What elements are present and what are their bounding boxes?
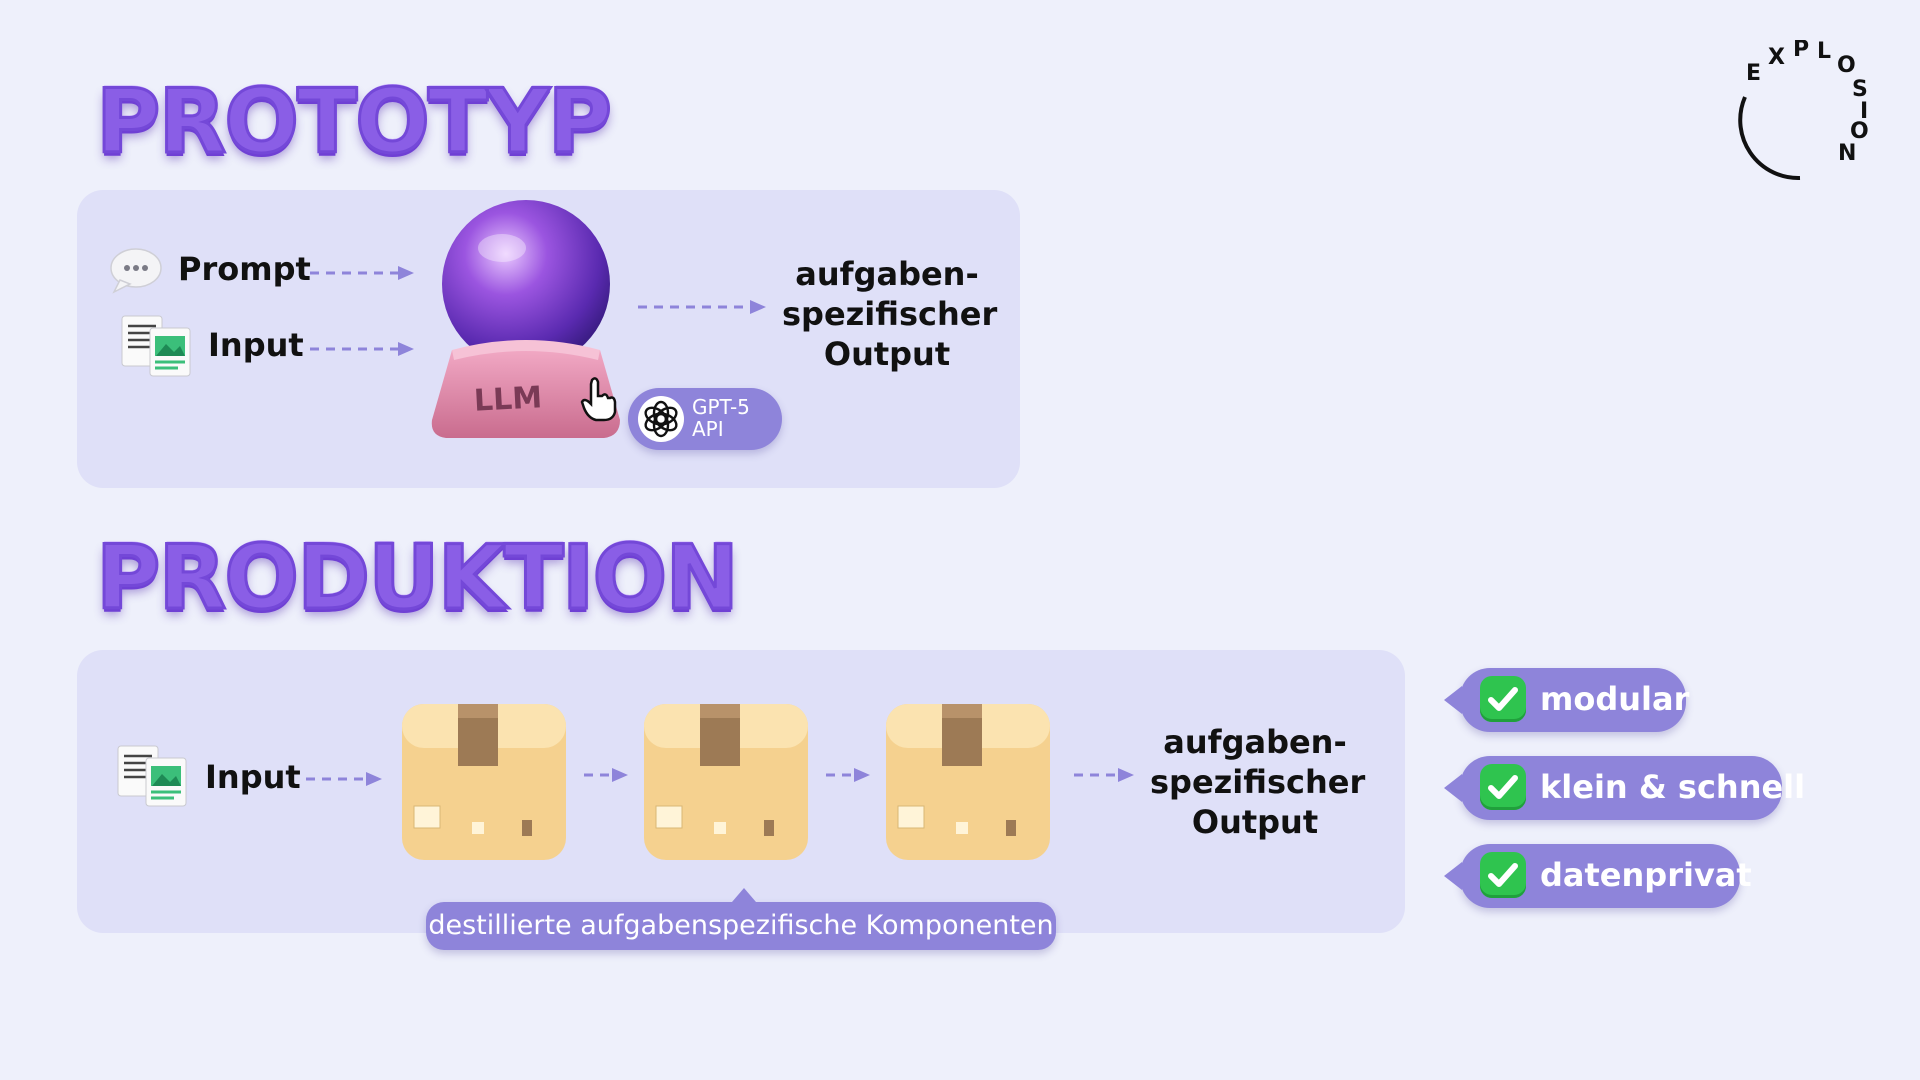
benefit-badge-modular: modular xyxy=(1444,668,1690,732)
benefit-label: modular xyxy=(1540,680,1690,718)
checkmark-icon xyxy=(1480,676,1526,722)
checkmark-icon xyxy=(1480,852,1526,898)
components-caption: destillierte aufgabenspezifische Kompone… xyxy=(426,888,1056,950)
production-output-label: aufgaben- spezifischer Output xyxy=(1150,723,1366,841)
llm-label: LLM xyxy=(473,380,543,419)
explosion-logo: E X P L O S I O N xyxy=(1720,37,1880,200)
badge-tail xyxy=(1444,686,1462,714)
production-input-label: Input xyxy=(205,758,301,796)
prompt-label: Prompt xyxy=(178,250,311,288)
speech-bubble-icon xyxy=(108,246,164,296)
benefit-label: datenprivat xyxy=(1540,856,1752,894)
component-output-arrow xyxy=(1074,766,1134,784)
gpt5-api-badge: GPT-5 API xyxy=(628,388,782,450)
prototype-title: PROTOTYP xyxy=(94,69,613,175)
components-caption-text: destillierte aufgabenspezifische Kompone… xyxy=(428,910,1054,941)
badge-tail xyxy=(1444,774,1462,802)
component-box-icon xyxy=(398,696,570,866)
documents-icon xyxy=(118,312,194,380)
component-box-icon xyxy=(882,696,1054,866)
prompt-arrow xyxy=(310,264,414,282)
component-arrow-1 xyxy=(584,766,628,784)
production-title: PRODUKTION xyxy=(95,525,741,631)
input-to-component-arrow xyxy=(306,770,382,788)
checkmark-icon xyxy=(1480,764,1526,810)
benefit-badge-klein-schnell: klein & schnell xyxy=(1444,756,1805,820)
benefit-badge-datenprivat: datenprivat xyxy=(1444,844,1752,908)
prototype-output-label: aufgaben- spezifischer Output xyxy=(782,255,998,373)
documents-icon xyxy=(114,742,190,810)
component-arrow-2 xyxy=(826,766,870,784)
openai-logo-icon xyxy=(638,396,684,442)
hand-cursor-icon xyxy=(580,376,620,422)
svg-text:E X P L: E X P L O S I O N xyxy=(1746,40,1876,166)
crystal-ball-icon xyxy=(420,200,630,448)
input-arrow xyxy=(310,340,414,358)
badge-tail xyxy=(1444,862,1462,890)
caption-notch xyxy=(732,888,756,902)
benefit-label: klein & schnell xyxy=(1540,768,1806,806)
component-box-icon xyxy=(640,696,812,866)
llm-output-arrow xyxy=(638,298,766,316)
input-label: Input xyxy=(208,326,304,364)
api-label: API xyxy=(692,417,724,441)
gpt5-label: GPT-5 xyxy=(692,395,750,419)
